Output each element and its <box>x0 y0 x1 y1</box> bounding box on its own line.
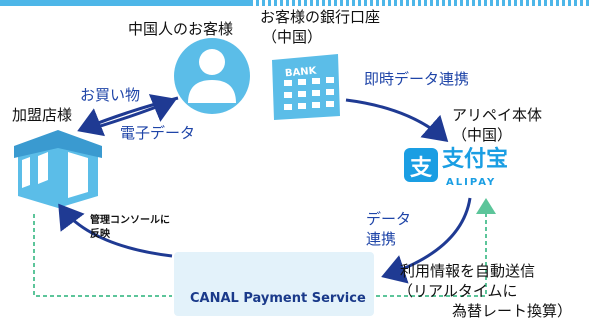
console-label-1: 管理コンソールに <box>90 215 170 226</box>
dashed-canal-alipay <box>376 198 496 297</box>
console-label-2: 反映 <box>90 229 110 240</box>
auto-send-label-1: 利用情報を自動送信 <box>400 262 536 280</box>
store-icon <box>14 130 102 208</box>
shopping-label: お買い物 <box>80 86 141 104</box>
alipay-logo: 支 <box>404 148 438 182</box>
merchant-label: 加盟店様 <box>12 106 73 124</box>
edata-label: 電子データ <box>120 124 196 142</box>
alipay-logo-en: ALIPAY <box>446 177 497 188</box>
arrow-bank-alipay <box>345 98 449 142</box>
alipay-label-line1: アリペイ本体 <box>452 106 543 124</box>
top-dotted-strip <box>250 0 589 6</box>
bank-icon <box>272 54 340 120</box>
instant-link-label: 即時データ連携 <box>364 70 470 88</box>
customer-label: 中国人のお客様 <box>128 20 234 38</box>
auto-send-label-2: （リアルタイムに <box>398 282 518 300</box>
canal-box <box>174 252 374 316</box>
data-link-label-1: データ <box>366 210 412 228</box>
bank-sign: BANK <box>284 65 317 80</box>
svg-text:支: 支 <box>410 156 433 181</box>
alipay-logo-cn: 支付宝 <box>442 147 509 172</box>
bank-label-line1: お客様の銀行口座 <box>260 8 381 26</box>
arrow-merchant-customer <box>93 94 177 130</box>
bank-label-line2: （中国） <box>262 28 323 46</box>
alipay-label-line2: （中国） <box>452 126 513 144</box>
arrow-canal-merchant <box>58 203 173 258</box>
data-link-label-2: 連携 <box>366 230 397 248</box>
canal-label: CANAL Payment Service <box>190 291 366 306</box>
auto-send-label-3: 為替レート換算） <box>452 302 573 320</box>
arrow-alipay-canal <box>381 197 472 284</box>
customer-icon <box>174 38 250 114</box>
